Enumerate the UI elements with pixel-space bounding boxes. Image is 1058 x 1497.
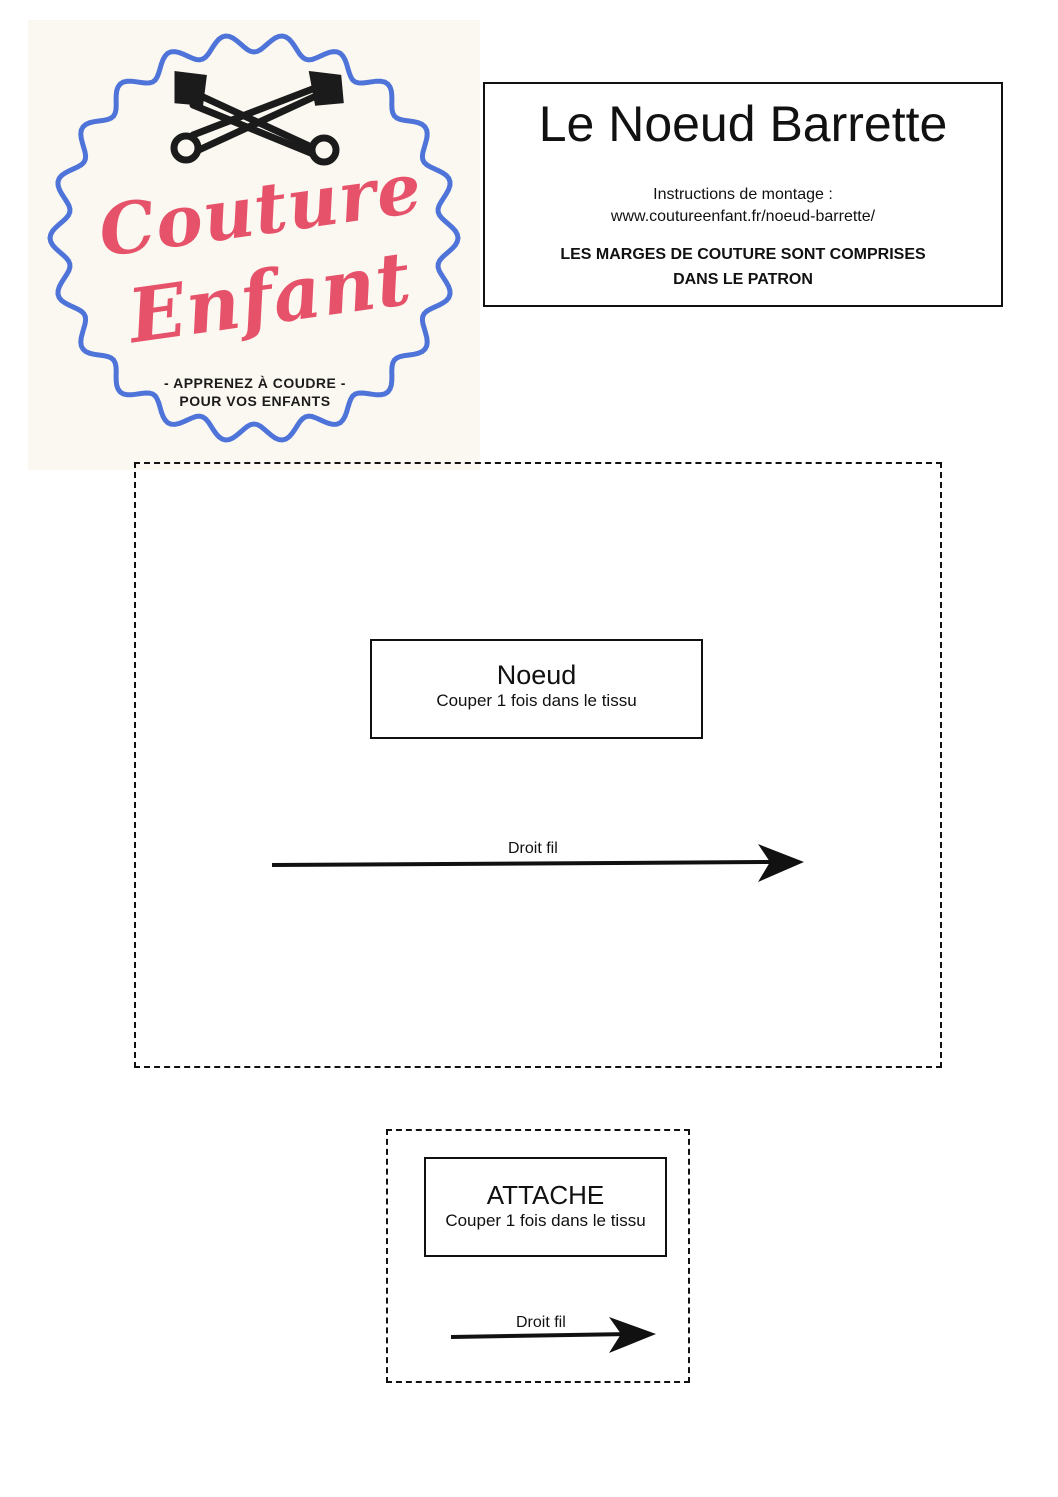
pattern-title-box: Le Noeud Barrette Instructions de montag… (483, 82, 1003, 307)
safety-pins-icon (170, 70, 344, 166)
logo-tagline-line2: POUR VOS ENFANTS (179, 393, 331, 409)
noeud-grain-label: Droit fil (508, 840, 558, 857)
noeud-label-box: Noeud Couper 1 fois dans le tissu (370, 639, 703, 739)
seam-allowance-note-line2: DANS LE PATRON (673, 271, 813, 288)
noeud-cut-outline (134, 462, 942, 1068)
logo-badge (47, 33, 461, 443)
attache-grain-label: Droit fil (516, 1314, 566, 1331)
instructions-url[interactable]: www.coutureenfant.fr/noeud-barrette/ (610, 208, 876, 225)
noeud-cut-instruction: Couper 1 fois dans le tissu (436, 691, 637, 710)
noeud-grain-arrow-icon (271, 844, 804, 882)
attache-cut-outline (386, 1129, 690, 1383)
noeud-piece-name: Noeud (496, 660, 577, 690)
logo-scalloped-ring (47, 33, 461, 443)
logo-tagline-line1: - APPRENEZ À COUDRE - (164, 375, 346, 391)
pattern-title: Le Noeud Barrette (538, 96, 948, 152)
instructions-label: Instructions de montage : (653, 186, 833, 203)
attache-grain-arrow-icon (450, 1317, 656, 1353)
attache-label-box: ATTACHE Couper 1 fois dans le tissu (424, 1157, 667, 1257)
attache-cut-instruction: Couper 1 fois dans le tissu (445, 1211, 646, 1230)
attache-piece-name: ATTACHE (486, 1180, 605, 1210)
seam-allowance-note-line1: LES MARGES DE COUTURE SONT COMPRISES (560, 246, 926, 263)
logo-background (28, 20, 480, 470)
